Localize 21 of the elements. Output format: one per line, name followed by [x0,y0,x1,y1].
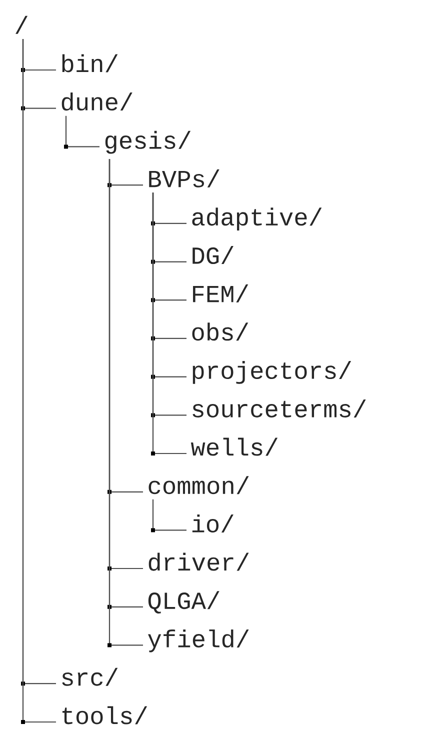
folder-name: sourceterms/ [192,399,366,418]
folder-name: driver/ [148,552,249,571]
folder-name: tools/ [62,706,148,724]
folder-name: projectors/ [192,361,352,384]
folder-name: FEM/ [193,284,248,302]
folder-name: common/ [148,476,249,494]
folder-name: src/ [62,668,118,686]
tree-connector [151,499,186,532]
folder-name: BVPs/ [149,169,220,188]
folder-name: obs/ [192,322,248,341]
folder-name: bin/ [62,54,118,72]
folder-name: gesis/ [105,130,191,154]
folder-name: DG/ [192,246,234,264]
folder-name: wells/ [190,438,278,456]
folder-name: io/ [192,514,234,532]
folder-name: dune/ [62,92,132,111]
folder-name: yfield/ [148,629,249,652]
folder-name: / [16,16,28,34]
tree-connector [64,116,100,149]
folder-name: QLGA/ [148,591,220,614]
folder-name: adaptive/ [192,208,322,230]
